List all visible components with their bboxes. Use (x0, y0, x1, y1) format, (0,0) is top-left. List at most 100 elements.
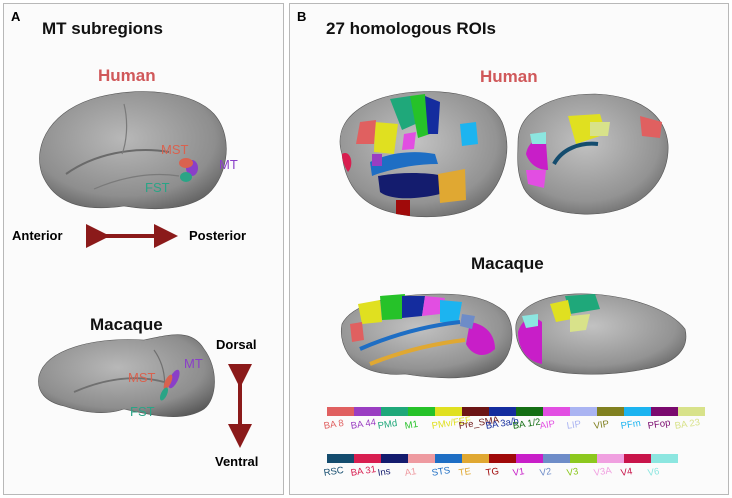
legend1-swatch-0 (327, 407, 354, 416)
roi-v1 (466, 322, 495, 356)
roi-te (369, 338, 466, 366)
roi-rsc (552, 141, 599, 166)
legend1-swatch-10 (597, 407, 624, 416)
human-fst-region (180, 172, 192, 182)
legend-row1-bars (327, 407, 705, 416)
dorsal-label: Dorsal (216, 337, 257, 352)
roi-ba23 (590, 122, 610, 136)
human-mt-label: MT (219, 157, 238, 172)
roi-v1 (518, 318, 542, 364)
legend2-swatch-5 (462, 454, 489, 463)
roi-sts (370, 152, 438, 176)
legend2-swatch-11 (624, 454, 651, 463)
legend2-label-9: V3 (566, 466, 580, 479)
legend1-swatch-8 (543, 407, 570, 416)
human-sylvian-fissure (65, 149, 170, 175)
human-mst-region (179, 158, 193, 168)
legend2-swatch-10 (597, 454, 624, 463)
legend2-swatch-9 (570, 454, 597, 463)
legend1-label-3: M1 (404, 418, 419, 432)
roi-m1 (380, 294, 405, 320)
legend1-swatch-1 (354, 407, 381, 416)
macaque-brain-surface (38, 334, 215, 417)
posterior-label: Posterior (189, 228, 247, 243)
roi-te (438, 169, 466, 203)
legend2-label-3: A1 (404, 466, 418, 479)
roi-pmd (565, 294, 600, 314)
human-lateral-brain (339, 91, 508, 218)
legend1-swatch-9 (570, 407, 597, 416)
roi-pfm (460, 122, 478, 146)
legend1-swatch-3 (408, 407, 435, 416)
legend1-swatch-7 (516, 407, 543, 416)
species-label-macaque: Macaque (471, 254, 544, 273)
roi-v6 (522, 314, 538, 328)
species-label-human: Human (480, 67, 538, 86)
legend2-label-2: Ins (377, 466, 392, 479)
legend2-swatch-4 (435, 454, 462, 463)
panel-a: A MT subregions Human (3, 3, 284, 495)
roi-v1 (526, 139, 548, 170)
panel-label: A (11, 9, 21, 24)
legend-row2-bars (327, 454, 678, 463)
species-label-human: Human (98, 66, 156, 85)
macaque-fst-label: FST (130, 404, 155, 419)
roi-v6 (530, 132, 546, 144)
roi-pmv-fef (374, 122, 398, 154)
legend2-swatch-8 (543, 454, 570, 463)
legend1-swatch-11 (624, 407, 651, 416)
panel-a-figures (38, 91, 252, 448)
macaque-medial-brain (515, 293, 687, 375)
legend2-label-11: V4 (620, 466, 634, 479)
macaque-mst-label: MST (128, 370, 156, 385)
legend2-label-12: V6 (647, 466, 661, 479)
macaque-fst-region (159, 387, 169, 401)
legend2-swatch-3 (408, 454, 435, 463)
roi-ba44 (372, 154, 382, 166)
human-fst-label: FST (145, 180, 170, 195)
human-mst-label: MST (161, 142, 189, 157)
legend1-label-9: LIP (566, 418, 582, 432)
macaque-lateral-brain (340, 293, 513, 379)
species-label-macaque: Macaque (90, 315, 163, 334)
roi-pmv-fef (358, 300, 382, 324)
legend2-swatch-1 (354, 454, 381, 463)
roi-v2 (526, 170, 546, 188)
legend2-label-6: TG (485, 465, 500, 479)
panel-b: B 27 homologous ROIs Human Macaque (289, 3, 729, 495)
roi-ba3ab (402, 296, 425, 318)
panel-b-figures (327, 91, 705, 463)
legend1-swatch-6 (489, 407, 516, 416)
roi-ins (378, 173, 445, 199)
roi-tg (396, 200, 410, 216)
roi-pre-sma (550, 300, 572, 322)
legend1-swatch-5 (462, 407, 489, 416)
roi-ba8 (350, 322, 364, 342)
human-sulcus (121, 103, 128, 155)
legend2-swatch-0 (327, 454, 354, 463)
macaque-mt-label: MT (184, 356, 203, 371)
roi-ba8 (356, 120, 376, 144)
roi-sts (359, 320, 461, 351)
roi-pfm (440, 300, 462, 324)
legend2-label-5: TE (458, 466, 472, 479)
legend2-swatch-6 (489, 454, 516, 463)
human-sulcus (93, 173, 180, 190)
roi-ba23 (570, 314, 590, 332)
roi-v2 (460, 314, 475, 329)
legend2-label-7: V1 (512, 466, 526, 479)
panel-label: B (297, 9, 307, 24)
roi-ba8 (640, 116, 662, 138)
anterior-label: Anterior (12, 228, 63, 243)
macaque-sulcus (73, 377, 165, 393)
roi-ba31 (342, 153, 352, 172)
roi-aip (402, 132, 416, 150)
panel-title: MT subregions (42, 19, 163, 38)
roi-m1 (410, 94, 430, 138)
roi-aip (422, 296, 445, 316)
legend1-swatch-13 (678, 407, 705, 416)
legend1-swatch-12 (651, 407, 678, 416)
legend1-swatch-2 (381, 407, 408, 416)
legend1-swatch-4 (435, 407, 462, 416)
roi-ba3ab (425, 96, 440, 134)
